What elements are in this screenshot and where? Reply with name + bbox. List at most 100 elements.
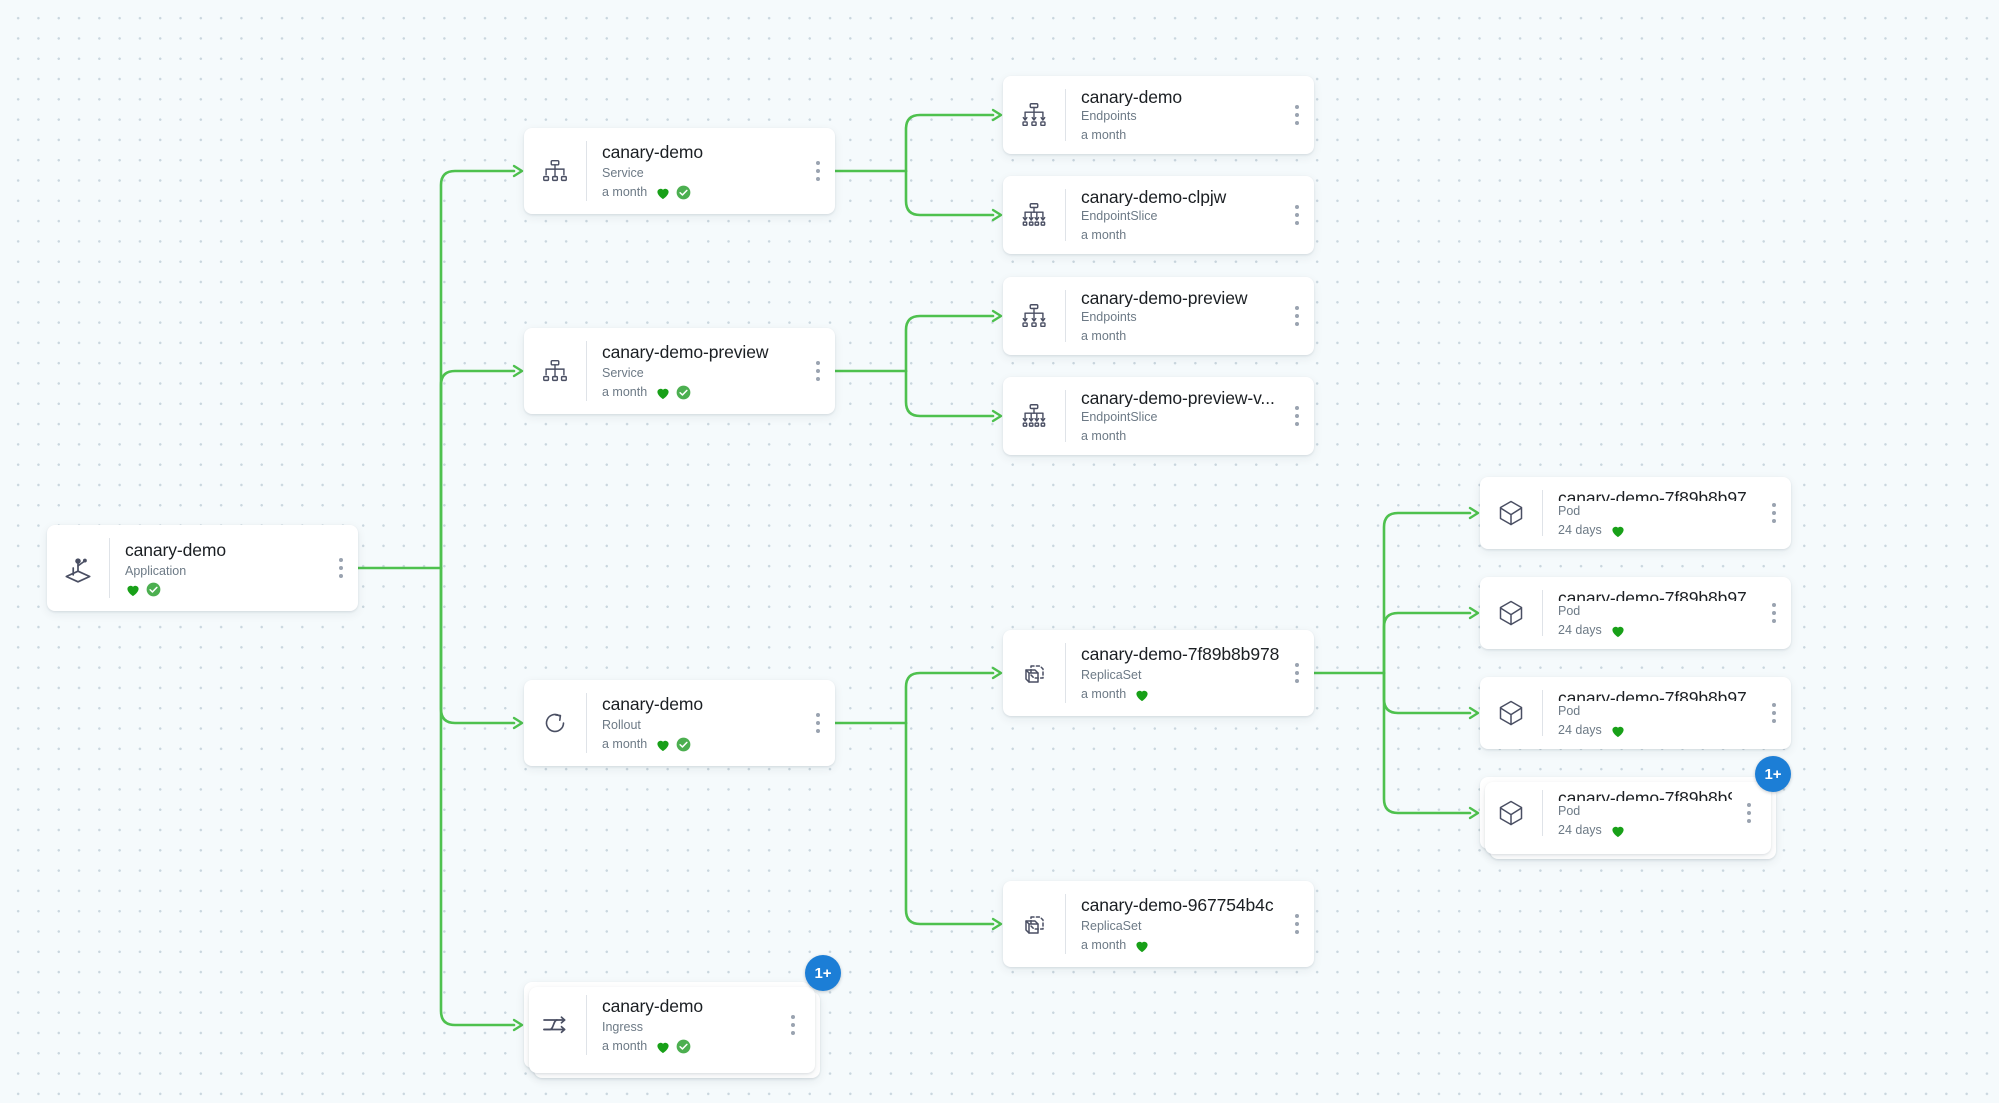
overflow-count-badge[interactable]: 1+ [805, 955, 841, 991]
edge-path [904, 721, 995, 926]
node-age: a month [1081, 128, 1127, 142]
ingress-icon [524, 982, 586, 1068]
service-icon [524, 328, 586, 414]
kebab-dot [1295, 105, 1299, 109]
kebab-dot [1772, 711, 1776, 715]
node-age: a month [1081, 228, 1127, 242]
node-title: canary-demo-preview-v... [1081, 388, 1275, 407]
replicaset-icon [1003, 881, 1065, 967]
edge-path [1382, 671, 1472, 715]
node-status-icons [1610, 723, 1626, 739]
edge-path [1382, 671, 1472, 815]
kebab-dot [1747, 803, 1751, 807]
edge-path [904, 169, 995, 217]
kebab-dot [1295, 314, 1299, 318]
node-kind: Rollout [602, 718, 641, 732]
node-kebab-menu-button[interactable] [801, 128, 835, 214]
node-kebab-menu-button[interactable] [1757, 577, 1791, 649]
node-kind: Pod [1558, 804, 1581, 818]
node-kebab-menu-button[interactable] [1280, 377, 1314, 455]
node-kebab-menu-button[interactable] [1280, 277, 1314, 355]
node-meta: 24 days [1558, 822, 1732, 839]
node-kebab-menu-button[interactable] [1280, 76, 1314, 154]
node-kind: Service [602, 366, 644, 380]
node-kebab-menu-button[interactable] [801, 328, 835, 414]
node-age: 24 days [1558, 623, 1602, 637]
node-meta: a month [1081, 328, 1280, 345]
node-kind: Application [125, 563, 187, 578]
node-kebab-menu-button[interactable] [1280, 176, 1314, 254]
node-meta: a month [1081, 127, 1280, 144]
kebab-dot [816, 369, 820, 373]
kebab-dot [816, 721, 820, 725]
edge-arrowhead [512, 1018, 524, 1032]
edge-arrowhead [1468, 806, 1480, 820]
node-status-icons [1610, 523, 1626, 539]
kebab-dot [1747, 811, 1751, 815]
kebab-dot [1772, 503, 1776, 507]
node-title: canary-demo-7f89b8b97... [1558, 688, 1757, 701]
node-kebab-menu-button[interactable] [801, 680, 835, 766]
pod-icon [1480, 677, 1542, 749]
kebab-dot [791, 1023, 795, 1027]
node-kind: ReplicaSet [1081, 919, 1142, 933]
node-status-icons [125, 582, 161, 598]
node-kebab-menu-button[interactable] [1757, 677, 1791, 749]
argo-application-icon [47, 525, 109, 611]
node-kebab-menu-button[interactable] [1757, 477, 1791, 549]
node-kebab-menu-button[interactable] [1280, 630, 1314, 716]
node-kebab-menu-button[interactable] [776, 982, 810, 1068]
node-kebab-menu-button[interactable] [324, 525, 358, 611]
kebab-dot [1772, 611, 1776, 615]
node-kebab-menu-button[interactable] [1280, 881, 1314, 967]
edge-path [1382, 611, 1472, 675]
kebab-dot [339, 574, 343, 578]
node-title: canary-demo-clpjw [1081, 187, 1227, 206]
pod-icon [1480, 577, 1542, 649]
kebab-dot [339, 566, 343, 570]
edge-path [439, 369, 516, 570]
node-age: 24 days [1558, 523, 1602, 537]
kebab-dot [816, 161, 820, 165]
overflow-count-badge[interactable]: 1+ [1755, 756, 1791, 792]
edge-arrowhead [991, 208, 1003, 222]
kebab-dot [816, 169, 820, 173]
endpointslice-icon [1003, 176, 1065, 254]
node-age: a month [602, 737, 648, 751]
edge-path [1382, 511, 1472, 675]
node-title: canary-demo [125, 539, 227, 560]
node-kebab-menu-button[interactable] [1732, 777, 1766, 849]
replicaset-icon [1003, 630, 1065, 716]
kebab-dot [816, 713, 820, 717]
node-title: canary-demo-967754b4c [1081, 895, 1274, 915]
node-kind: Endpoints [1081, 109, 1137, 123]
kebab-dot [1772, 703, 1776, 707]
node-status-icons [1134, 938, 1150, 954]
node-meta: a month [1081, 227, 1280, 244]
node-meta: a month [602, 184, 801, 201]
node-kind: Pod [1558, 604, 1581, 618]
node-kind: Ingress [602, 1020, 643, 1034]
kebab-dot [1772, 603, 1776, 607]
